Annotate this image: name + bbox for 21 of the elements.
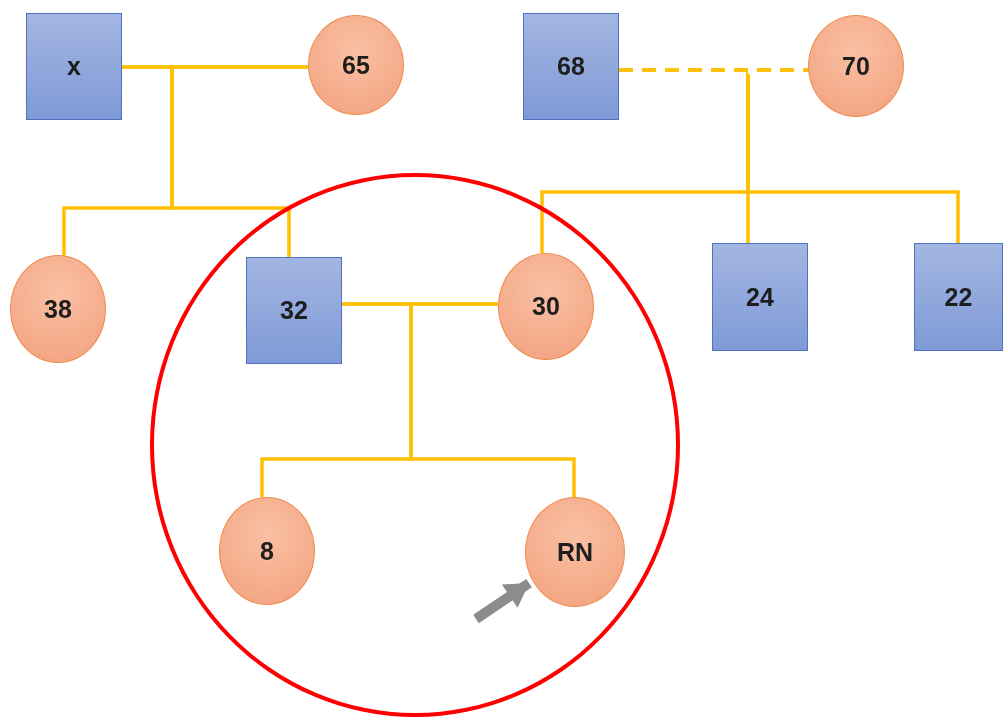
- highlight-ring: [150, 173, 680, 717]
- node-label: 24: [746, 282, 774, 312]
- square-node: [914, 243, 1003, 351]
- node-label: 68: [557, 52, 585, 81]
- connector-line: [746, 68, 960, 243]
- connector-line: [170, 65, 309, 257]
- node-label: 70: [842, 51, 870, 81]
- node-label: 32: [280, 296, 308, 325]
- square-node: [712, 243, 808, 351]
- square-node: [523, 13, 619, 120]
- node-label: 38: [44, 294, 72, 324]
- node-label: 65: [342, 50, 370, 80]
- node-label: 30: [532, 292, 560, 321]
- node-label: 22: [944, 282, 973, 312]
- square-node: [246, 257, 342, 364]
- node-label: x: [67, 52, 81, 81]
- node-label: RN: [556, 537, 594, 567]
- connector-line: [409, 302, 576, 497]
- node-label: 8: [260, 536, 274, 566]
- arrow: [473, 578, 532, 624]
- square-node: [26, 13, 122, 120]
